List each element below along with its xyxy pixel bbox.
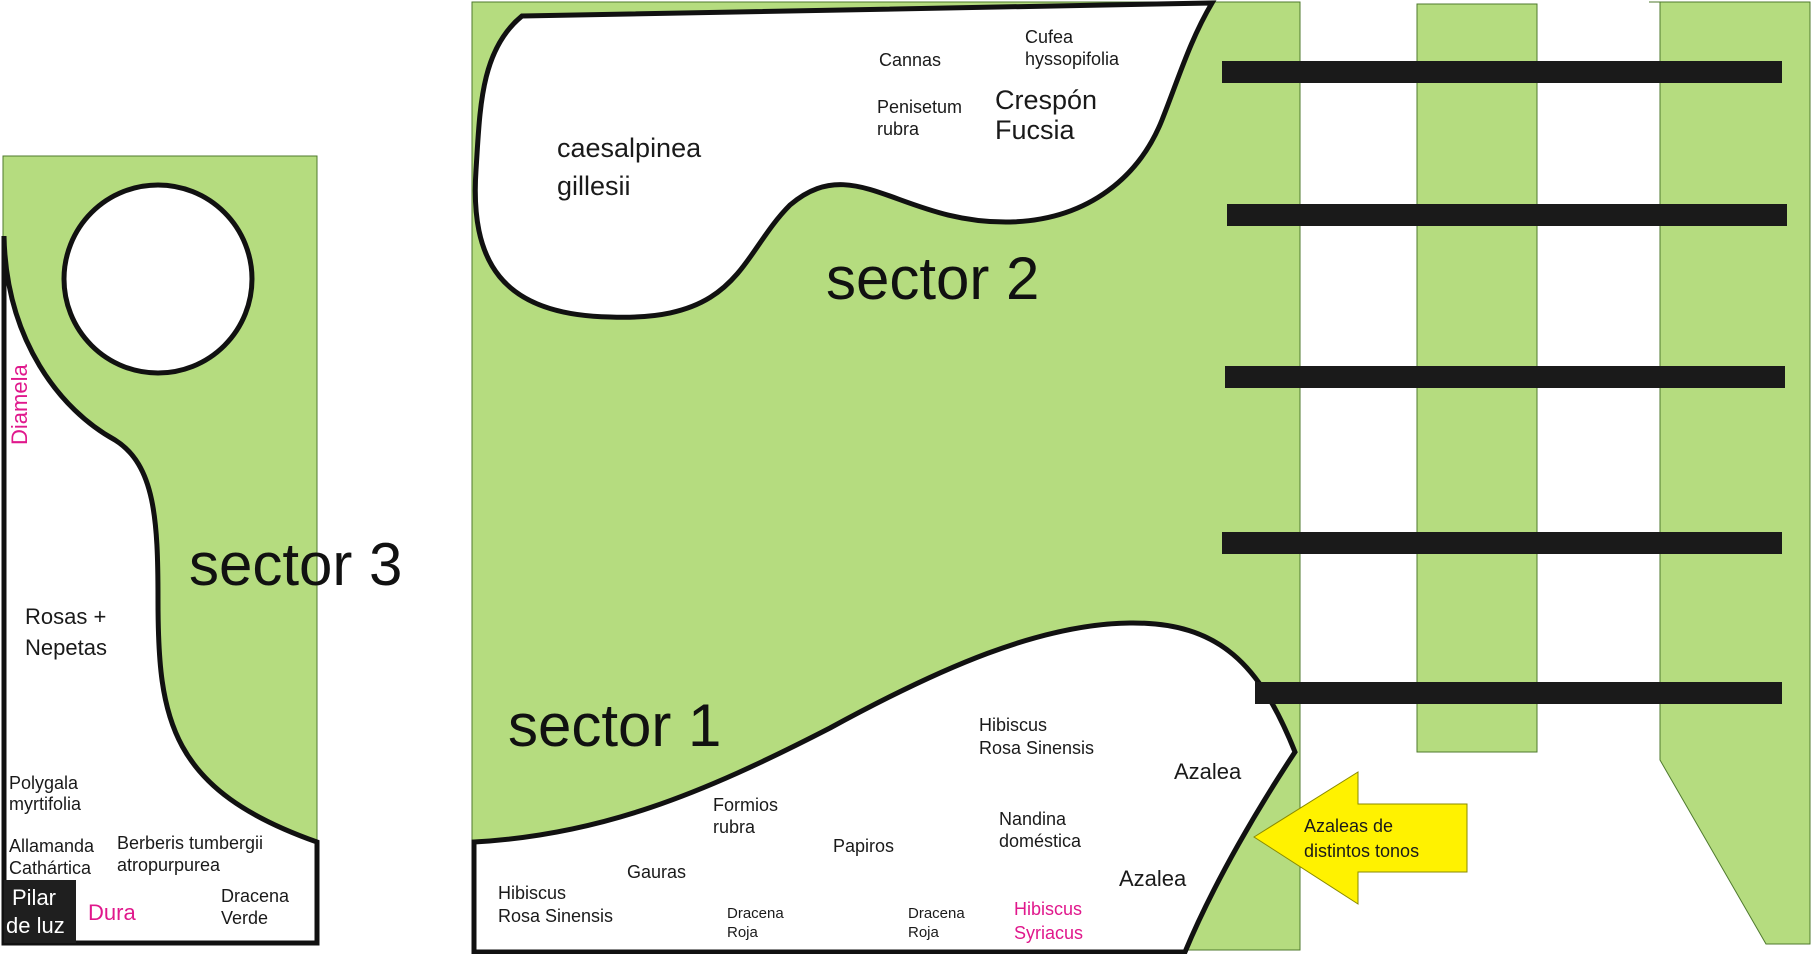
- label-nandina: Nandina: [999, 809, 1067, 829]
- sector-2-planting-bed: [472, 0, 1217, 320]
- label-rosas: Rosas +: [25, 604, 106, 629]
- label-myrtifolia: myrtifolia: [9, 794, 82, 814]
- label-azaleas-de: Azaleas de: [1304, 816, 1393, 836]
- label-dracena-roja-2a: Dracena: [908, 905, 965, 922]
- label-cathartica: Cathártica: [9, 858, 92, 878]
- label-hibiscus-left: Hibiscus: [498, 883, 566, 903]
- label-azalea-top: Azalea: [1174, 759, 1242, 784]
- label-crespon: Crespón: [995, 85, 1097, 115]
- pilar-de-luz-block: [4, 880, 76, 943]
- label-dracena-roja-2b: Roja: [908, 924, 940, 941]
- pole-4: [1222, 532, 1782, 554]
- label-hibiscus-syriacus-1: Hibiscus: [1014, 899, 1082, 919]
- label-hibiscus-top: Hibiscus: [979, 715, 1047, 735]
- label-gauras: Gauras: [627, 862, 686, 882]
- label-rubra-formios: rubra: [713, 817, 756, 837]
- label-azalea-bottom: Azalea: [1119, 866, 1187, 891]
- label-distintos-tonos: distintos tonos: [1304, 841, 1419, 861]
- pole-3: [1225, 366, 1785, 388]
- label-nepetas: Nepetas: [25, 635, 107, 660]
- label-pilar: Pilar: [12, 885, 56, 910]
- label-dracena-roja-1b: Roja: [727, 924, 759, 941]
- sector-1-planting-bed: [471, 620, 1298, 954]
- label-domestica: doméstica: [999, 831, 1082, 851]
- label-polygala: Polygala: [9, 773, 79, 793]
- label-hibiscus-syriacus-2: Syriacus: [1014, 923, 1083, 943]
- label-de-luz: de luz: [6, 913, 65, 938]
- label-sector-2: sector 2: [826, 245, 1039, 312]
- label-diamela: Diamela: [7, 364, 32, 445]
- label-rubra-penisetum: rubra: [877, 119, 920, 139]
- label-penisetum: Penisetum: [877, 97, 962, 117]
- sector-3-panel: Diamela sector 3 Rosas + Nepetas Polygal…: [1, 155, 402, 946]
- pole-2: [1227, 204, 1787, 226]
- label-fucsia: Fucsia: [995, 115, 1076, 145]
- label-formios: Formios: [713, 795, 778, 815]
- label-rosa-sinensis-left: Rosa Sinensis: [498, 906, 613, 926]
- lawn-strip-c: [1649, 1, 1811, 945]
- label-dura: Dura: [88, 900, 136, 925]
- label-sector-3: sector 3: [189, 531, 402, 598]
- label-sector-1: sector 1: [508, 692, 721, 759]
- label-gillesii: gillesii: [557, 171, 631, 201]
- label-atropurpurea: atropurpurea: [117, 855, 221, 875]
- pole-5: [1255, 682, 1782, 704]
- label-berberis: Berberis tumbergii: [117, 833, 263, 853]
- pole-1: [1222, 61, 1782, 83]
- label-papiros: Papiros: [833, 836, 894, 856]
- sector-1-2-panel: sector 2 caesalpinea gillesii Cannas Cuf…: [471, 0, 1811, 954]
- label-rosa-sinensis-top: Rosa Sinensis: [979, 738, 1094, 758]
- label-caesalpinea: caesalpinea: [557, 133, 702, 163]
- label-hyssopifolia: hyssopifolia: [1025, 49, 1120, 69]
- round-bed: [61, 182, 255, 376]
- label-dracena-verde-1: Dracena: [221, 886, 290, 906]
- label-dracena-verde-2: Verde: [221, 908, 268, 928]
- sector-3-planting-bed: [1, 235, 320, 946]
- azaleas-arrow: [1253, 771, 1468, 905]
- label-allamanda: Allamanda: [9, 836, 95, 856]
- label-dracena-roja-1a: Dracena: [727, 905, 784, 922]
- label-cannas: Cannas: [879, 50, 941, 70]
- label-cufea: Cufea: [1025, 27, 1074, 47]
